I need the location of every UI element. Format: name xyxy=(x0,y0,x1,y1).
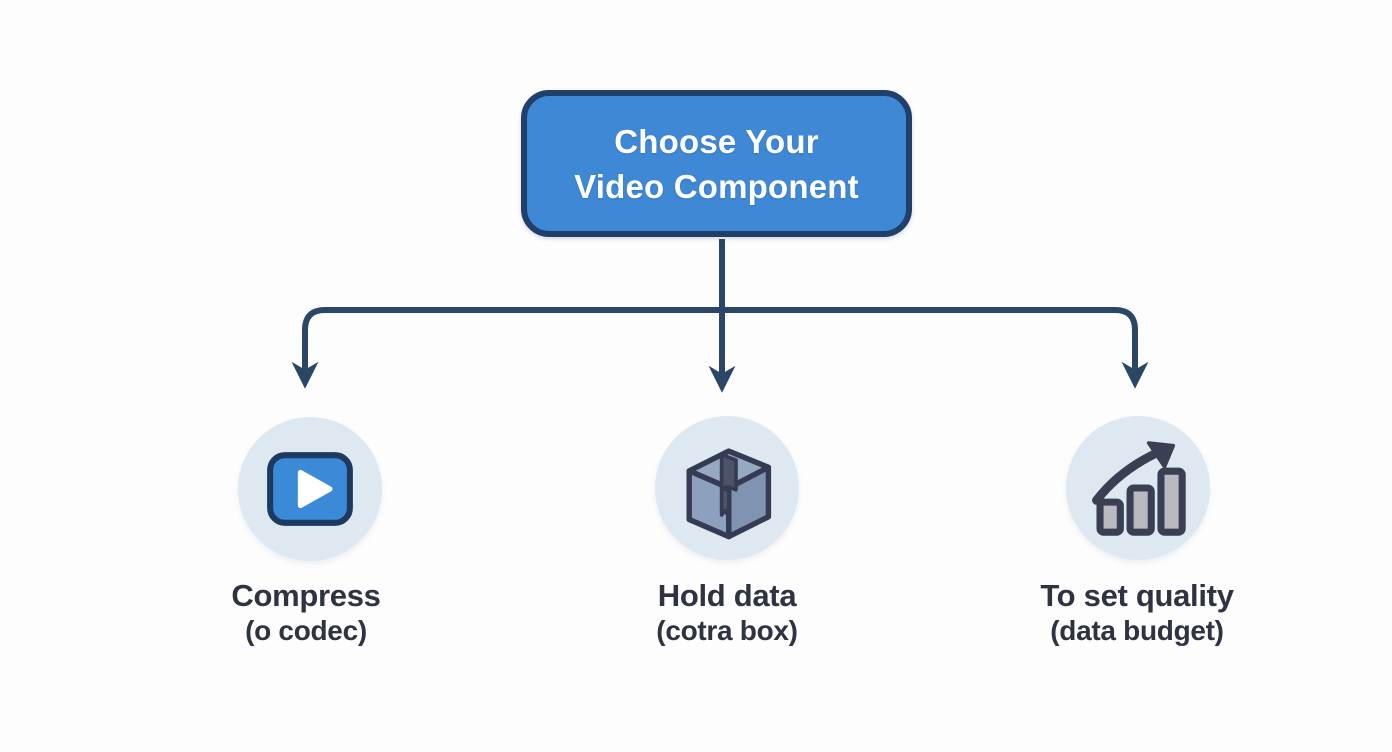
hold-data-node-label: Hold data (cotra box) xyxy=(557,578,897,648)
quality-label-main: To set quality xyxy=(1040,578,1234,613)
root-node-title-line2: Video Component xyxy=(574,167,859,205)
quality-label-sub: (data budget) xyxy=(1050,615,1224,646)
hold-data-node-circle xyxy=(655,416,799,560)
play-icon xyxy=(267,452,353,526)
compress-node-label: Compress (o codec) xyxy=(136,578,476,648)
root-node-title-line1: Choose Your xyxy=(614,122,819,160)
quality-node-circle xyxy=(1066,416,1210,560)
root-node-choose-video-component: Choose Your Video Component xyxy=(521,90,912,237)
hold-data-label-main: Hold data xyxy=(657,578,797,613)
compress-label-main: Compress xyxy=(231,578,381,613)
quality-node-label: To set quality (data budget) xyxy=(967,578,1307,648)
hold-data-label-sub: (cotra box) xyxy=(656,615,798,646)
compress-node-circle xyxy=(238,417,382,561)
compress-label-sub: (o codec) xyxy=(245,615,367,646)
bar-chart-icon xyxy=(1092,441,1186,536)
package-icon xyxy=(686,448,772,540)
